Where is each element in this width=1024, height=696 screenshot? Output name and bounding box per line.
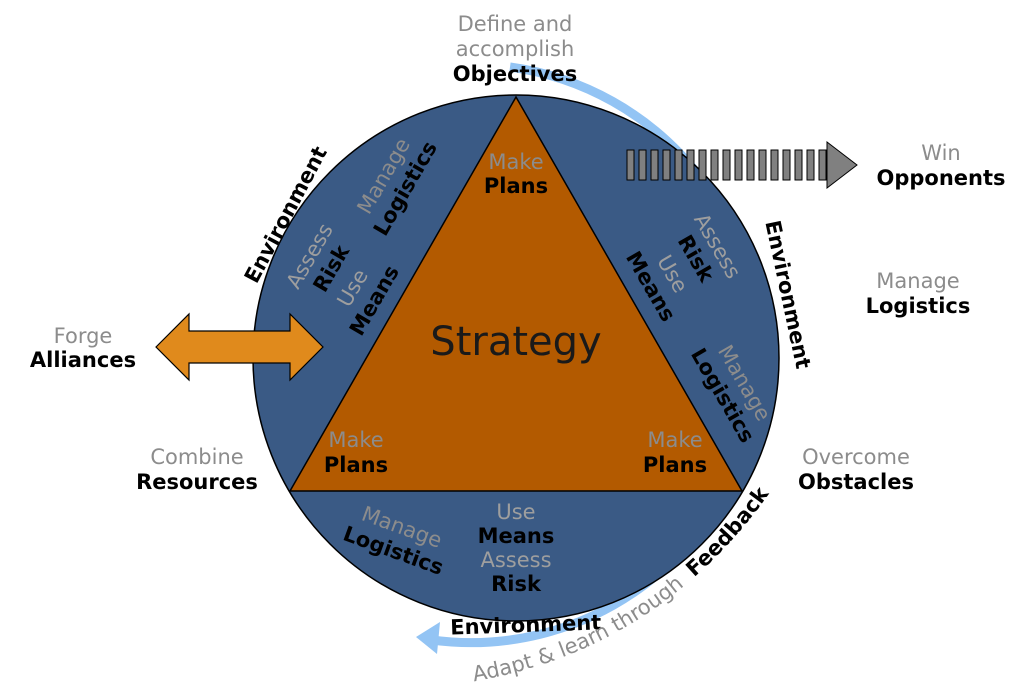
- obstacles-noun: Obstacles: [798, 470, 914, 494]
- resources-noun: Resources: [136, 470, 258, 494]
- strategy-triangle: [288, 95, 744, 492]
- objectives-line2: accomplish: [456, 37, 575, 61]
- left-plans-noun: Plans: [324, 453, 388, 477]
- bottom-means-noun: Means: [478, 524, 555, 548]
- outer-logistics-noun: Logistics: [866, 294, 971, 318]
- alliance-double-arrow: [155, 312, 324, 382]
- bottom-risk-noun: Risk: [491, 572, 542, 596]
- alliances-verb: Forge: [54, 324, 113, 348]
- objectives-noun: Objectives: [453, 62, 577, 86]
- bottom-risk-verb: Assess: [480, 548, 551, 572]
- strategy-title: Strategy: [430, 319, 601, 365]
- left-plans-verb: Make: [328, 428, 383, 452]
- top-plans-verb: Make: [488, 150, 543, 174]
- top-plans-noun: Plans: [484, 174, 548, 198]
- bottom-environment-label: Environment: [450, 610, 602, 639]
- bottom-means-verb: Use: [496, 500, 535, 524]
- feedback-loop-arrowhead: [416, 622, 440, 654]
- obstacles-verb: Overcome: [802, 445, 910, 469]
- right-plans-noun: Plans: [643, 453, 707, 477]
- right-plans-verb: Make: [647, 428, 702, 452]
- opponents-noun: Opponents: [876, 166, 1005, 190]
- alliances-noun: Alliances: [30, 348, 136, 372]
- outer-logistics-verb: Manage: [876, 269, 959, 293]
- objectives-line1: Define and: [458, 12, 573, 36]
- resources-verb: Combine: [150, 445, 243, 469]
- opponent-arrow: [626, 140, 858, 190]
- opponents-verb: Win: [921, 141, 960, 165]
